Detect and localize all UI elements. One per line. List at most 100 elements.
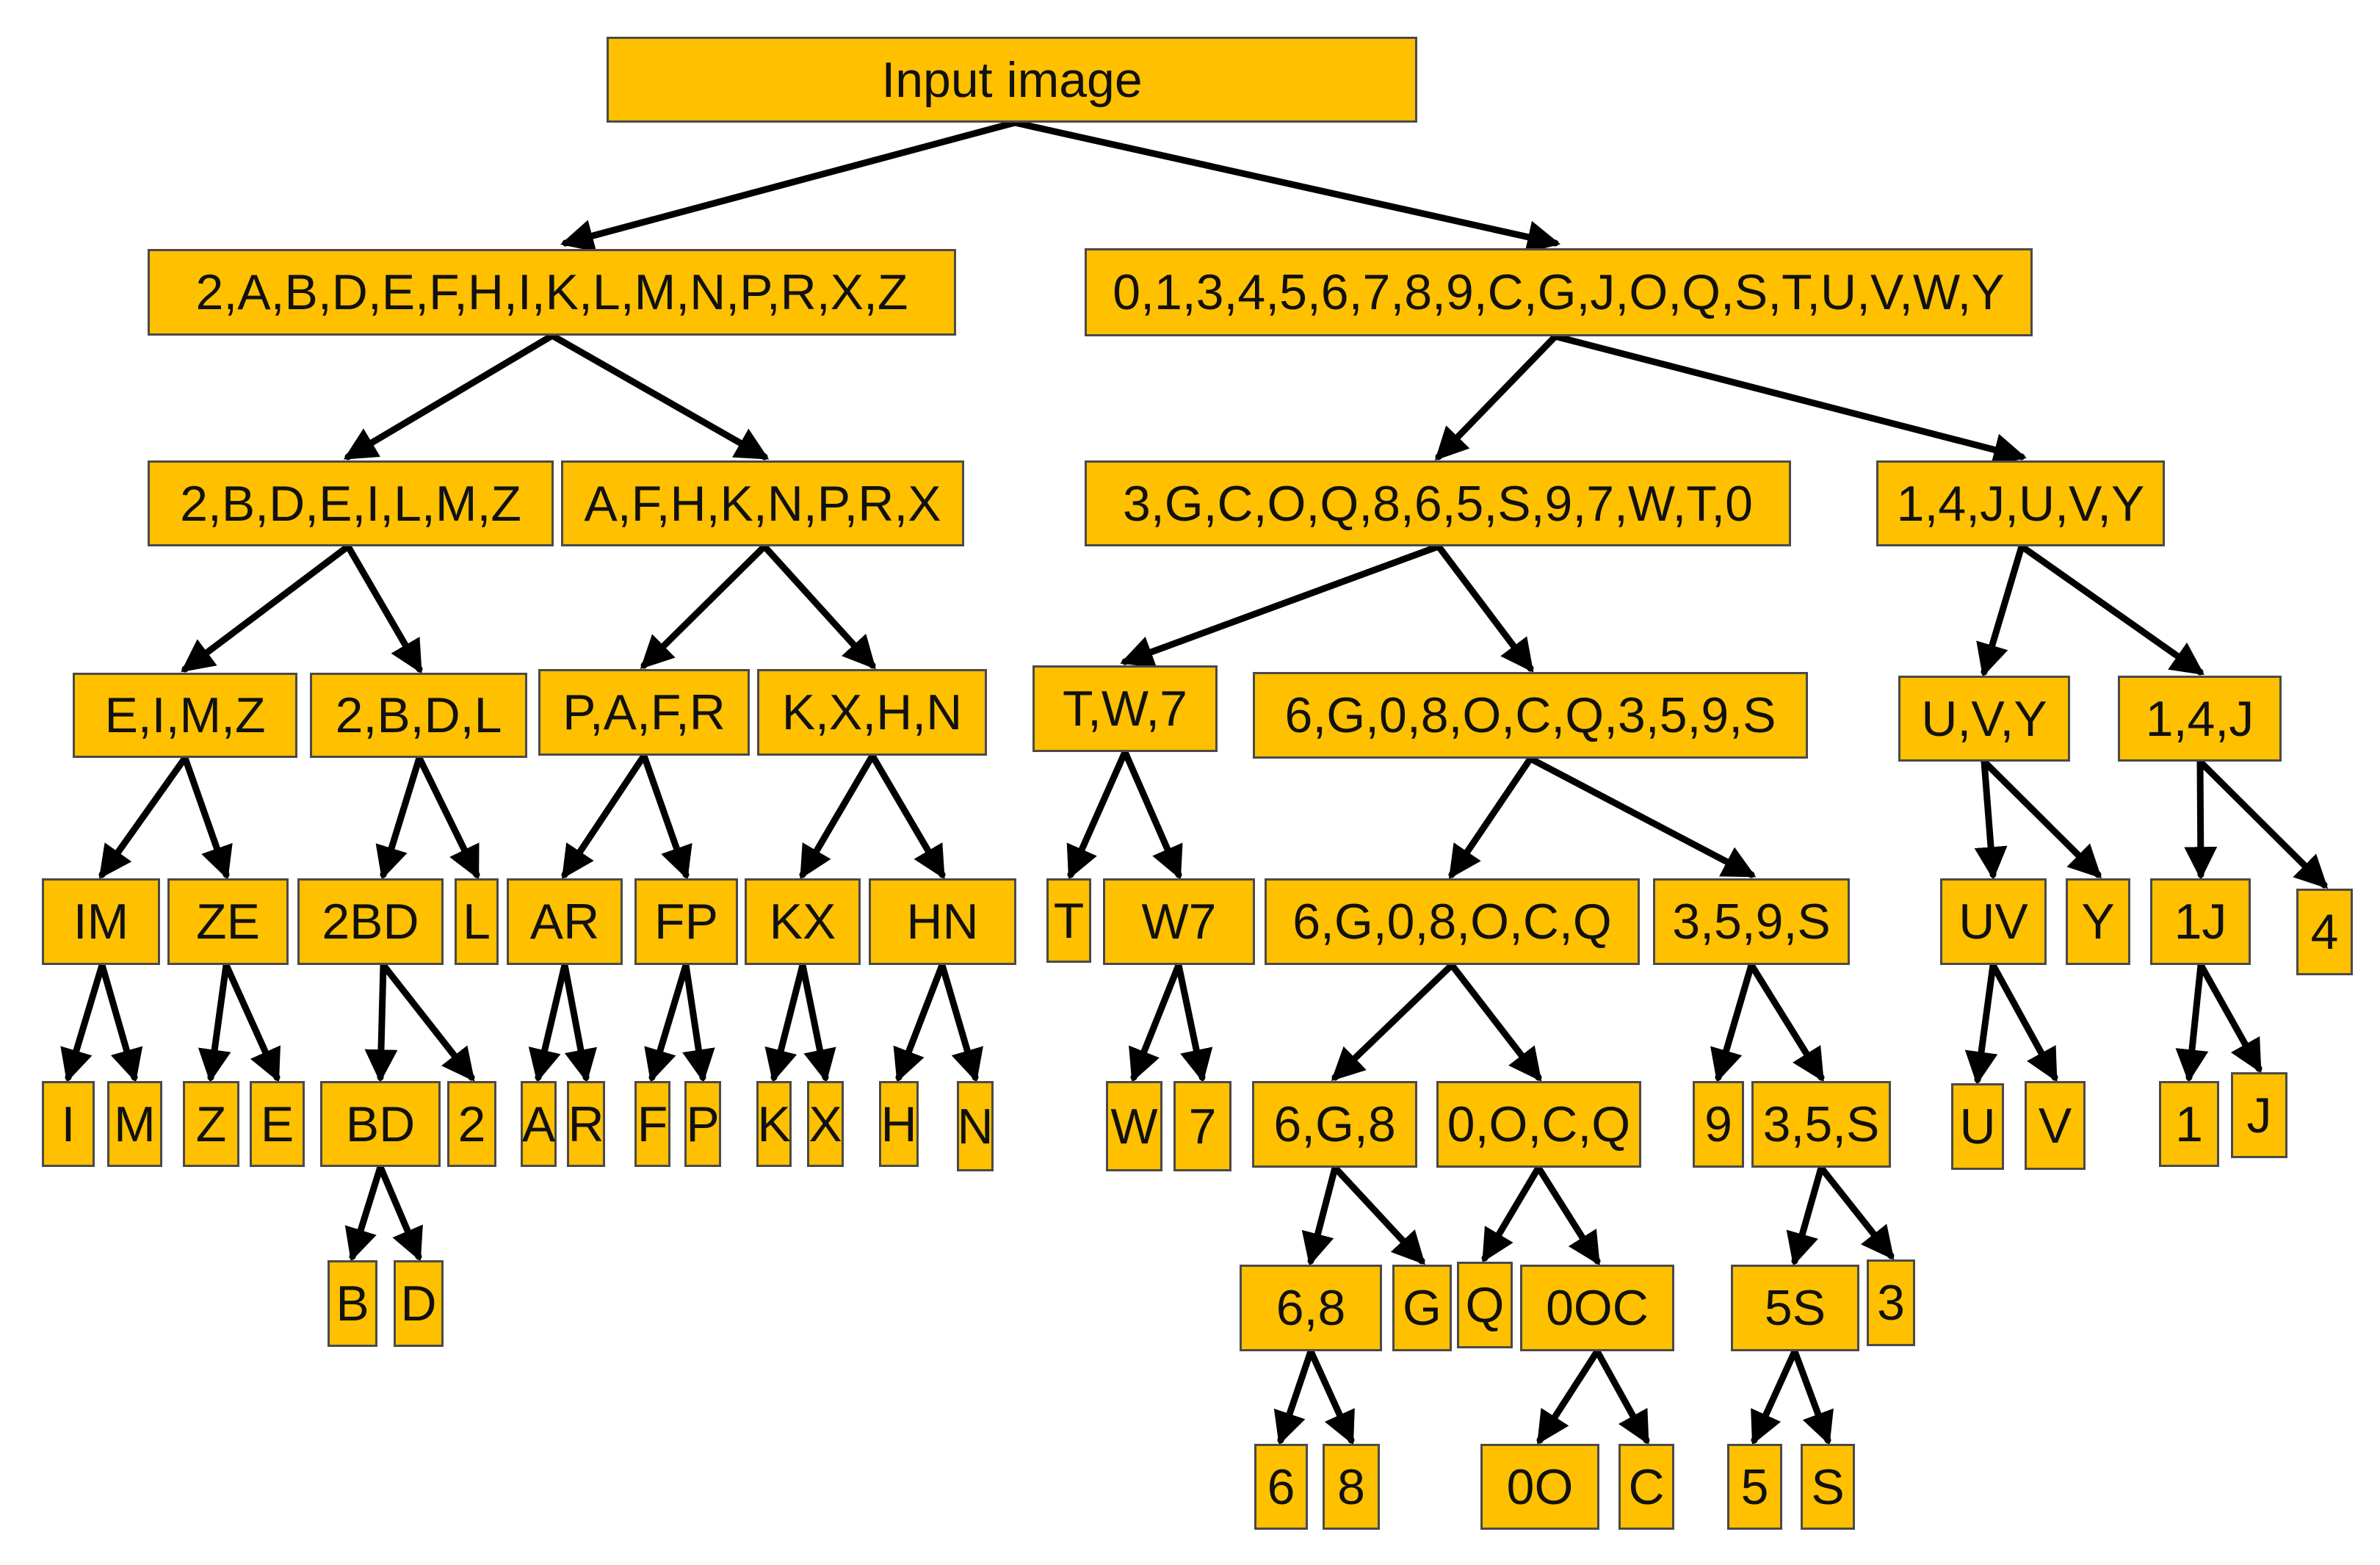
node-label: P,A,F,R (563, 684, 726, 740)
tree-edge-arrow (1121, 748, 1183, 880)
tree-edge-arrow (1011, 119, 1561, 253)
tree-edge-arrow (1066, 748, 1129, 880)
tree-edge-arrow (799, 961, 836, 1083)
node-label: R (568, 1096, 604, 1152)
tree-edge-arrow (380, 961, 475, 1082)
node-label: A,F,H,K,N,P,R,X (584, 475, 941, 532)
tree-edge-arrow (1535, 1164, 1601, 1266)
node-9: 9 (1693, 1081, 1744, 1168)
node-label: T (1053, 892, 1085, 949)
tree-edge-arrow (344, 543, 423, 674)
tree-edge-arrow (223, 961, 281, 1083)
node-label: V (2038, 1097, 2072, 1154)
node-l1-right: 0,1,3,4,5,6,7,8,9,C,G,J,O,Q,S,T,U,V,W,Y (1085, 248, 2033, 336)
tree-edge-arrow (1273, 1348, 1314, 1445)
tree-edge-arrow (682, 961, 715, 1083)
tree-edge-arrow (1817, 1164, 1895, 1260)
tree-edge-arrow (1786, 1164, 1825, 1266)
node-5: 5 (1727, 1444, 1782, 1530)
node-6g08ocq: 6,G,0,8,O,C,Q (1265, 878, 1640, 965)
node-label: 7 (1188, 1098, 1217, 1154)
node-label: 5 (1740, 1459, 1769, 1515)
node-k: K (756, 1081, 792, 1167)
tree-edge-arrow (560, 119, 1019, 252)
node-14j: 1,4,J (2118, 676, 2282, 762)
node-e: E (250, 1081, 305, 1167)
tree-edge-arrow (2018, 543, 2204, 676)
node-label: Q (1465, 1277, 1505, 1333)
node-label: UV (1958, 894, 2028, 950)
node-6: 6 (1254, 1444, 1308, 1530)
node-label: D (400, 1276, 437, 1331)
node-2bdl: 2,B,D,L (310, 673, 527, 758)
node-label: 6,G,0,8,O,C,Q (1292, 894, 1612, 950)
node-label: 2,B,D,L (335, 687, 502, 743)
node-label: N (957, 1098, 994, 1154)
node-b: B (328, 1260, 377, 1347)
tree-edge-arrow (181, 543, 352, 673)
tree-edge-arrow (1536, 1348, 1601, 1445)
node-m: M (107, 1081, 162, 1167)
node-0oc: 0OC (1520, 1265, 1674, 1351)
node-label: 3,5,S (1762, 1096, 1880, 1152)
tree-edge-arrow (98, 754, 189, 879)
node-s: S (1801, 1444, 1855, 1530)
node-label: H (880, 1096, 917, 1152)
node-label: 1J (2174, 894, 2227, 950)
node-label: AR (529, 894, 600, 950)
node-ze: ZE (167, 878, 289, 965)
node-1: 1 (2159, 1081, 2219, 1167)
tree-edge-arrow (364, 961, 398, 1083)
node-label: 1 (2175, 1096, 2203, 1152)
node-1j: 1J (2150, 878, 2251, 965)
node-uv: UV (1940, 878, 2047, 965)
tree-edge-arrow (1481, 1164, 1542, 1263)
tree-edge-arrow (198, 961, 231, 1083)
node-label: W7 (1141, 894, 1217, 950)
node-label: E,I,M,Z (104, 687, 266, 743)
node-t-group: T (1046, 878, 1091, 963)
tree-edge-arrow (1594, 1348, 1650, 1445)
node-label: BD (345, 1096, 416, 1152)
tree-edge-arrow (640, 543, 768, 670)
node-label: ZE (196, 894, 260, 950)
node-label: 5S (1764, 1280, 1826, 1336)
tree-edge-arrow (1751, 1348, 1798, 1445)
node-label: F (637, 1096, 668, 1152)
tree-edge-arrow (644, 961, 690, 1083)
node-label: 6,G,8 (1273, 1096, 1396, 1152)
tree-edge-arrow (377, 1163, 423, 1262)
tree-edge-arrow (2175, 961, 2209, 1083)
node-5s: 5S (1731, 1265, 1859, 1351)
node-68: 6,8 (1240, 1265, 1382, 1351)
node-label: S (1811, 1459, 1845, 1515)
node-label: IM (73, 894, 129, 950)
tree-edge-arrow (1710, 961, 1755, 1083)
node-label: K,X,H,N (781, 684, 963, 740)
node-l2-d: 1,4,J,U,V,Y (1876, 460, 2165, 546)
node-label: J (2246, 1087, 2272, 1143)
tree-edge-arrow (1989, 961, 2058, 1083)
node-r: R (567, 1081, 605, 1167)
node-l-group: L (455, 878, 499, 965)
node-root: Input image (607, 37, 1417, 123)
tree-edge-arrow (938, 961, 983, 1083)
node-j: J (2231, 1072, 2287, 1158)
tree-edge-arrow (1748, 961, 1825, 1083)
node-w7: W7 (1103, 878, 1255, 965)
tree-edge-arrow (1434, 333, 1559, 461)
node-label: 6 (1267, 1459, 1295, 1515)
tree-edge-arrow (1175, 961, 1213, 1083)
tree-edge-arrow (561, 961, 598, 1083)
node-4-group: 4 (2296, 889, 2353, 975)
tree-edge-arrow (1981, 758, 2102, 879)
node-label: Input image (881, 51, 1143, 108)
node-n: N (957, 1081, 994, 1171)
node-i: I (42, 1081, 95, 1167)
tree-edge-arrow (528, 961, 568, 1083)
node-label: 6,8 (1276, 1280, 1346, 1336)
node-label: U (1959, 1099, 1996, 1154)
node-f: F (634, 1081, 670, 1167)
node-l2-b: A,F,H,K,N,P,R,X (561, 460, 964, 546)
